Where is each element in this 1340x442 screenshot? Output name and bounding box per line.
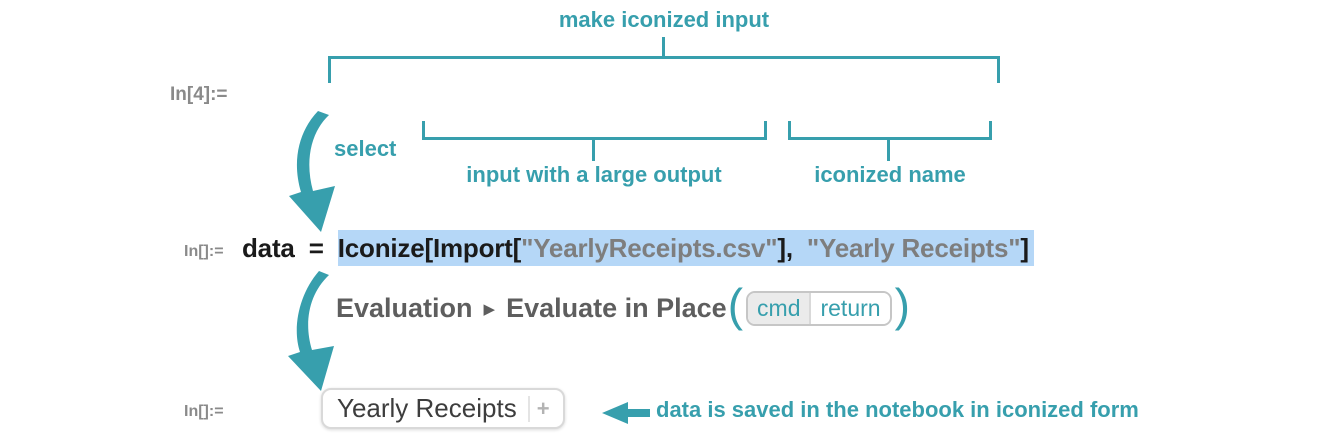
iconized-name-bracket-stem (887, 140, 890, 161)
annotation-input-with-large-output: input with a large output (466, 162, 722, 187)
menu-path: Evaluation (336, 292, 473, 323)
code-token: ], (777, 232, 807, 263)
left-arrow-icon (602, 402, 650, 424)
code-token: ] (1020, 232, 1029, 263)
input-output-bracket-horizontal (422, 137, 767, 140)
pill-divider (527, 395, 530, 422)
annotation-select: select (334, 136, 397, 161)
cmd-key: cmd (748, 292, 810, 324)
return-key: return (809, 292, 890, 324)
annotation-make-iconized-input: make iconized input (558, 7, 770, 32)
code-string-name: "Yearly Receipts" (806, 232, 1021, 263)
code-string-filename: "YearlyReceipts.csv" (521, 232, 778, 263)
iconized-data-label: Yearly Receipts (337, 393, 517, 423)
big-bracket-right-tick (997, 56, 1000, 83)
keyboard-paren-open: ( (727, 278, 744, 331)
iconized-name-bracket-right-tick (989, 121, 992, 140)
curved-arrow-select-icon (289, 111, 335, 232)
annotation-iconized-name: iconized name (814, 162, 966, 187)
menu-separator-icon: ▶ (483, 301, 496, 318)
annotation-saved-note: data is saved in the notebook in iconize… (656, 397, 1139, 422)
big-bracket-left-tick (328, 56, 331, 83)
iconized-data-pill[interactable]: Yearly Receipts + (321, 388, 565, 429)
code-lhs: data = (242, 232, 338, 263)
iconized-name-bracket-horizontal (788, 137, 992, 140)
input-output-bracket-right-tick (764, 121, 767, 140)
cell-label-in4: In[4]:= (170, 84, 228, 105)
curved-arrow-evaluate-icon (288, 271, 334, 391)
iconized-name-bracket-left-tick (788, 121, 791, 140)
expand-plus-icon[interactable]: + (536, 395, 550, 421)
big-bracket-horizontal (328, 56, 1000, 59)
keyboard-shortcut: cmd return (746, 290, 892, 326)
menu-instruction: Evaluation ▶ Evaluate in Place ( cmd ret… (336, 278, 911, 331)
code-token: Iconize[Import[ (337, 232, 522, 263)
cell-label-in-code: In[]:= (184, 243, 224, 260)
code-selection-highlight: Iconize[Import["YearlyReceipts.csv"], "Y… (337, 230, 1034, 266)
keyboard-paren-close: ) (894, 278, 910, 331)
input-output-bracket-left-tick (422, 121, 425, 140)
menu-item: Evaluate in Place (506, 292, 727, 323)
cell-label-in-output: In[]:= (184, 403, 224, 420)
input-output-bracket-stem (592, 140, 595, 161)
code-input-cell[interactable]: data = Iconize[Import["YearlyReceipts.cs… (236, 230, 1034, 266)
big-bracket-stem (662, 37, 665, 57)
